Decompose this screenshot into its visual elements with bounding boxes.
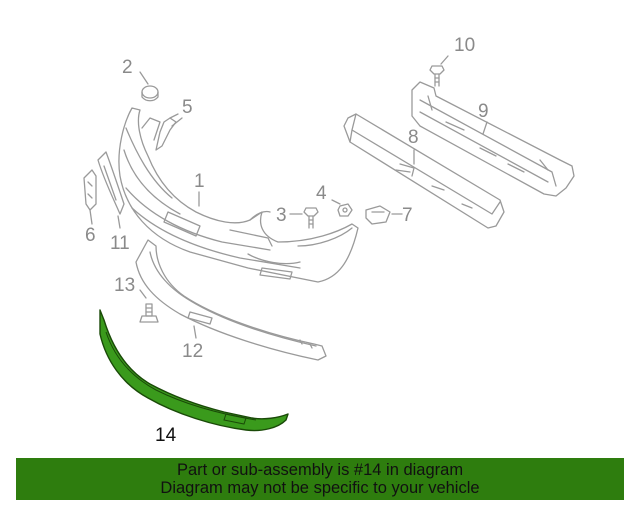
bumper-cover-part [118,107,359,283]
energy-absorber-part [343,113,505,229]
callout-6: 6 [85,225,96,246]
plug-part [141,85,159,102]
callout-1: 1 [194,171,205,192]
bracket-part [155,113,179,151]
bolt-part-10 [429,65,445,87]
info-banner: Part or sub-assembly is #14 in diagram D… [16,458,624,500]
lower-valance-part [135,239,327,361]
callout-13: 13 [114,275,136,296]
callout-7: 7 [402,205,413,226]
air-deflector-part-highlighted [99,309,289,432]
callout-11: 11 [110,233,130,254]
bolt-part-3 [303,207,319,229]
callout-12: 12 [182,341,204,362]
callout-10: 10 [454,35,476,56]
parts-diagram: 1 2 3 4 5 6 7 8 9 10 11 12 13 14 [83,35,575,446]
reinforcement-bar-part [411,81,575,197]
callout-2: 2 [122,57,133,78]
nut-part [337,203,353,217]
parts-diagram-drawing [83,55,575,432]
callout-9: 9 [478,101,489,122]
side-guide-part [97,151,125,215]
bolt-part-13 [139,303,159,323]
banner-line-part-number: Part or sub-assembly is #14 in diagram [176,461,464,479]
side-bracket-part [83,169,97,211]
callout-4: 4 [316,183,327,204]
callout-5: 5 [182,97,193,118]
callout-3: 3 [276,205,287,226]
banner-line-disclaimer: Diagram may not be specific to your vehi… [160,479,480,497]
leader-lines [89,55,488,409]
callout-8: 8 [408,127,419,148]
callout-14-highlighted: 14 [155,425,177,446]
retainer-clip-part [365,205,391,225]
